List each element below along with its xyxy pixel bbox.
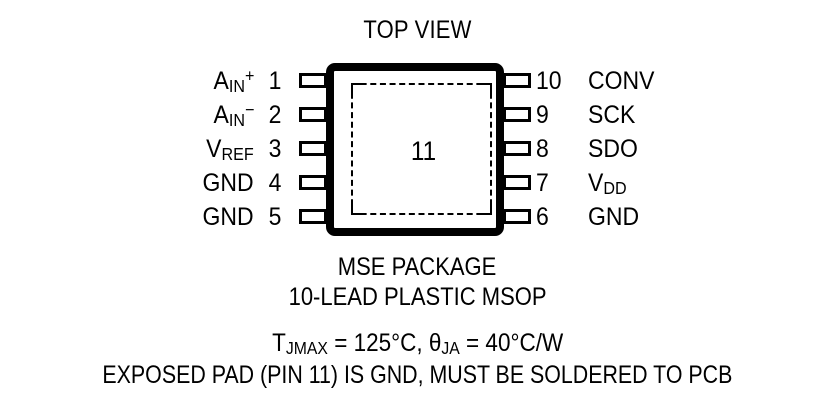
lead-type-text: 10-LEAD PLASTIC MSOP [288, 283, 547, 311]
package-name-text: MSE PACKAGE [338, 253, 497, 281]
pin-lead-1 [299, 73, 327, 88]
pin-lead-7 [503, 175, 531, 190]
thermal-spec-text: TJMAX = 125°C, θJA = 40°C/W [271, 329, 564, 359]
pin-label-10: CONV [588, 66, 655, 95]
pin-row-6: 6 GND [536, 202, 796, 232]
pin-label-4: GND [202, 168, 254, 197]
pin-number-2: 2 [268, 100, 282, 129]
exposed-pad-outline: 11 [351, 83, 492, 215]
exposed-pad-number: 11 [410, 135, 437, 166]
pin-number-6: 6 [536, 202, 549, 231]
pin-label-5: GND [202, 202, 254, 231]
pin-row-8: 8 SDO [536, 134, 796, 164]
package-name-caption: MSE PACKAGE [0, 253, 835, 282]
pin-row-5: GND 5 [90, 202, 296, 232]
exposed-pad-note-text: EXPOSED PAD (PIN 11) IS GND, MUST BE SOL… [102, 361, 733, 389]
pin-number-8: 8 [536, 134, 549, 163]
pin-label-9: SCK [588, 100, 636, 129]
pin-label-1: AIN+ [213, 65, 254, 96]
pin-number-10: 10 [536, 66, 562, 95]
pad-corner-top-left-icon [351, 83, 361, 93]
pin-number-7: 7 [536, 168, 549, 197]
exposed-pad-note-caption: EXPOSED PAD (PIN 11) IS GND, MUST BE SOL… [0, 361, 835, 390]
pin-row-9: 9 SCK [536, 100, 796, 130]
pin-lead-4 [299, 175, 327, 190]
pin-row-3: VREF 3 [90, 134, 296, 164]
pin-row-10: 10 CONV [536, 66, 796, 96]
pin-row-2: AIN− 2 [90, 100, 296, 130]
pin-lead-3 [299, 141, 327, 156]
pin-number-5: 5 [268, 202, 282, 231]
pin-lead-2 [299, 107, 327, 122]
pin-number-1: 1 [268, 66, 282, 95]
pin-number-9: 9 [536, 100, 549, 129]
pin-row-7: 7 VDD [536, 168, 796, 198]
pin-label-6: GND [588, 202, 640, 231]
pin-label-8: SDO [588, 134, 638, 163]
pin-lead-6 [503, 209, 531, 224]
pin-row-1: AIN+ 1 [90, 66, 296, 96]
pin-label-3: VREF [206, 134, 254, 164]
pin-row-4: GND 4 [90, 168, 296, 198]
pad-corner-top-right-icon [482, 83, 492, 93]
pin-lead-5 [299, 209, 327, 224]
pin-label-7: VDD [588, 168, 627, 198]
package-body-outline: 11 [326, 63, 504, 236]
pin-label-2: AIN− [213, 99, 254, 130]
lead-type-caption: 10-LEAD PLASTIC MSOP [0, 283, 835, 312]
pin-lead-8 [503, 141, 531, 156]
figure-title: TOP VIEW [363, 16, 472, 44]
pin-number-3: 3 [268, 134, 282, 163]
pin-lead-10 [503, 73, 531, 88]
pad-corner-bottom-right-icon [482, 205, 492, 215]
thermal-spec-caption: TJMAX = 125°C, θJA = 40°C/W [0, 329, 835, 358]
pin-lead-9 [503, 107, 531, 122]
pad-corner-bottom-left-icon [351, 205, 361, 215]
pin-number-4: 4 [268, 168, 282, 197]
